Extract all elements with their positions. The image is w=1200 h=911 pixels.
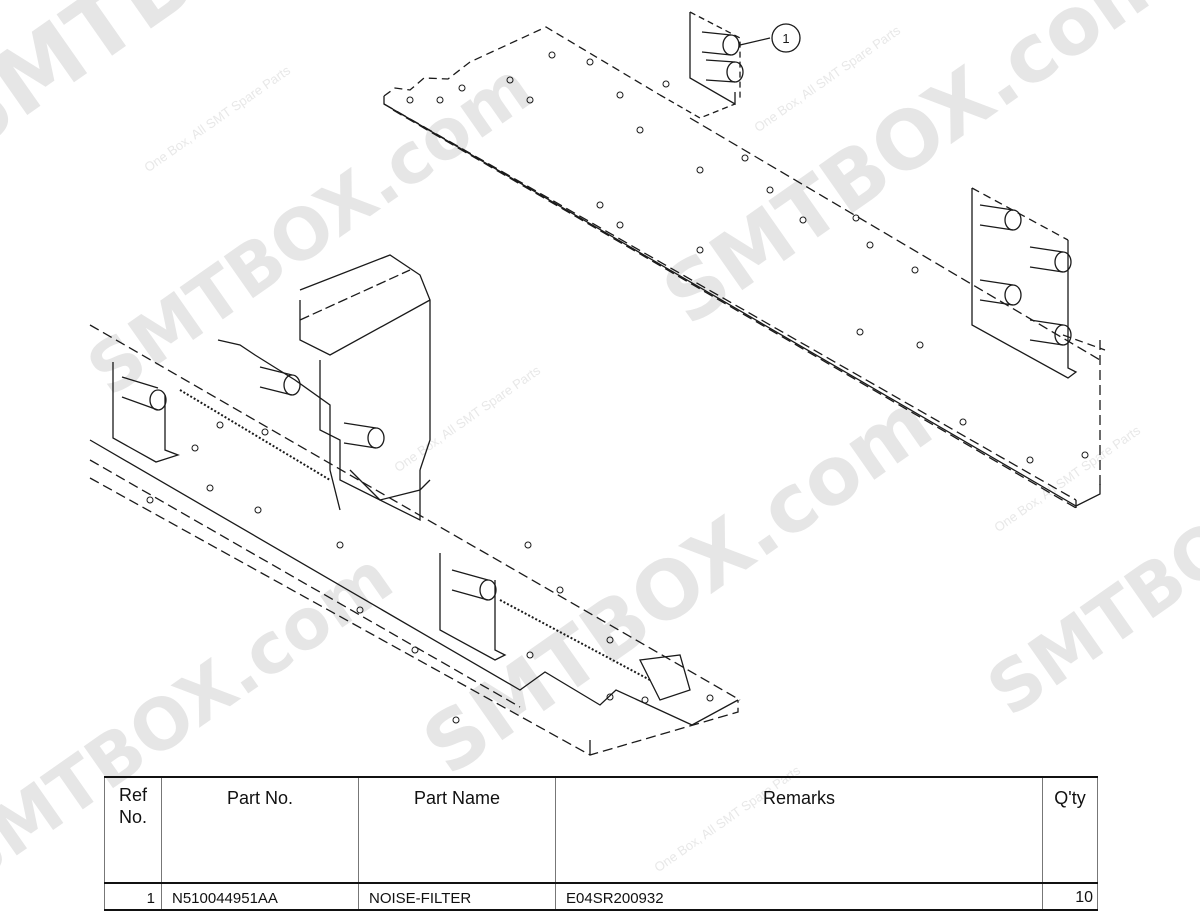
header-ref-label: Ref xyxy=(118,785,147,805)
cell-qty: 10 xyxy=(1042,883,1098,910)
header-qty: Q'ty xyxy=(1042,777,1098,883)
mounting-holes xyxy=(146,51,1089,724)
center-conveyor-frame xyxy=(217,254,431,522)
cell-ref-no: 1 xyxy=(104,883,162,910)
exploded-view-drawing: 1 xyxy=(89,11,1106,756)
upper-filter-bracket xyxy=(659,11,744,119)
middle-filter-bracket xyxy=(439,553,691,701)
cell-remarks: E04SR200932 xyxy=(555,883,1043,910)
header-no-label: No. xyxy=(118,807,147,827)
lower-base-plate xyxy=(89,324,741,756)
upper-base-plate xyxy=(383,26,1101,509)
header-remarks: Remarks xyxy=(555,777,1043,883)
header-part-name: Part Name xyxy=(358,777,556,883)
table-header-row: Ref No. Part No. Part Name Remarks Q'ty xyxy=(104,777,1098,883)
cell-part-no: N510044951AA xyxy=(161,883,359,910)
callout-1 xyxy=(739,23,801,53)
cell-part-name: NOISE-FILTER xyxy=(358,883,556,910)
left-filter-bracket xyxy=(112,362,331,481)
header-part-no: Part No. xyxy=(161,777,359,883)
callout-number: 1 xyxy=(782,31,789,46)
parts-list-table: Ref No. Part No. Part Name Remarks Q'ty … xyxy=(104,776,1098,911)
table-row: 1 N510044951AA NOISE-FILTER E04SR200932 … xyxy=(104,883,1098,910)
header-ref-no: Ref No. xyxy=(104,777,162,883)
right-filter-bracket xyxy=(971,187,1106,379)
